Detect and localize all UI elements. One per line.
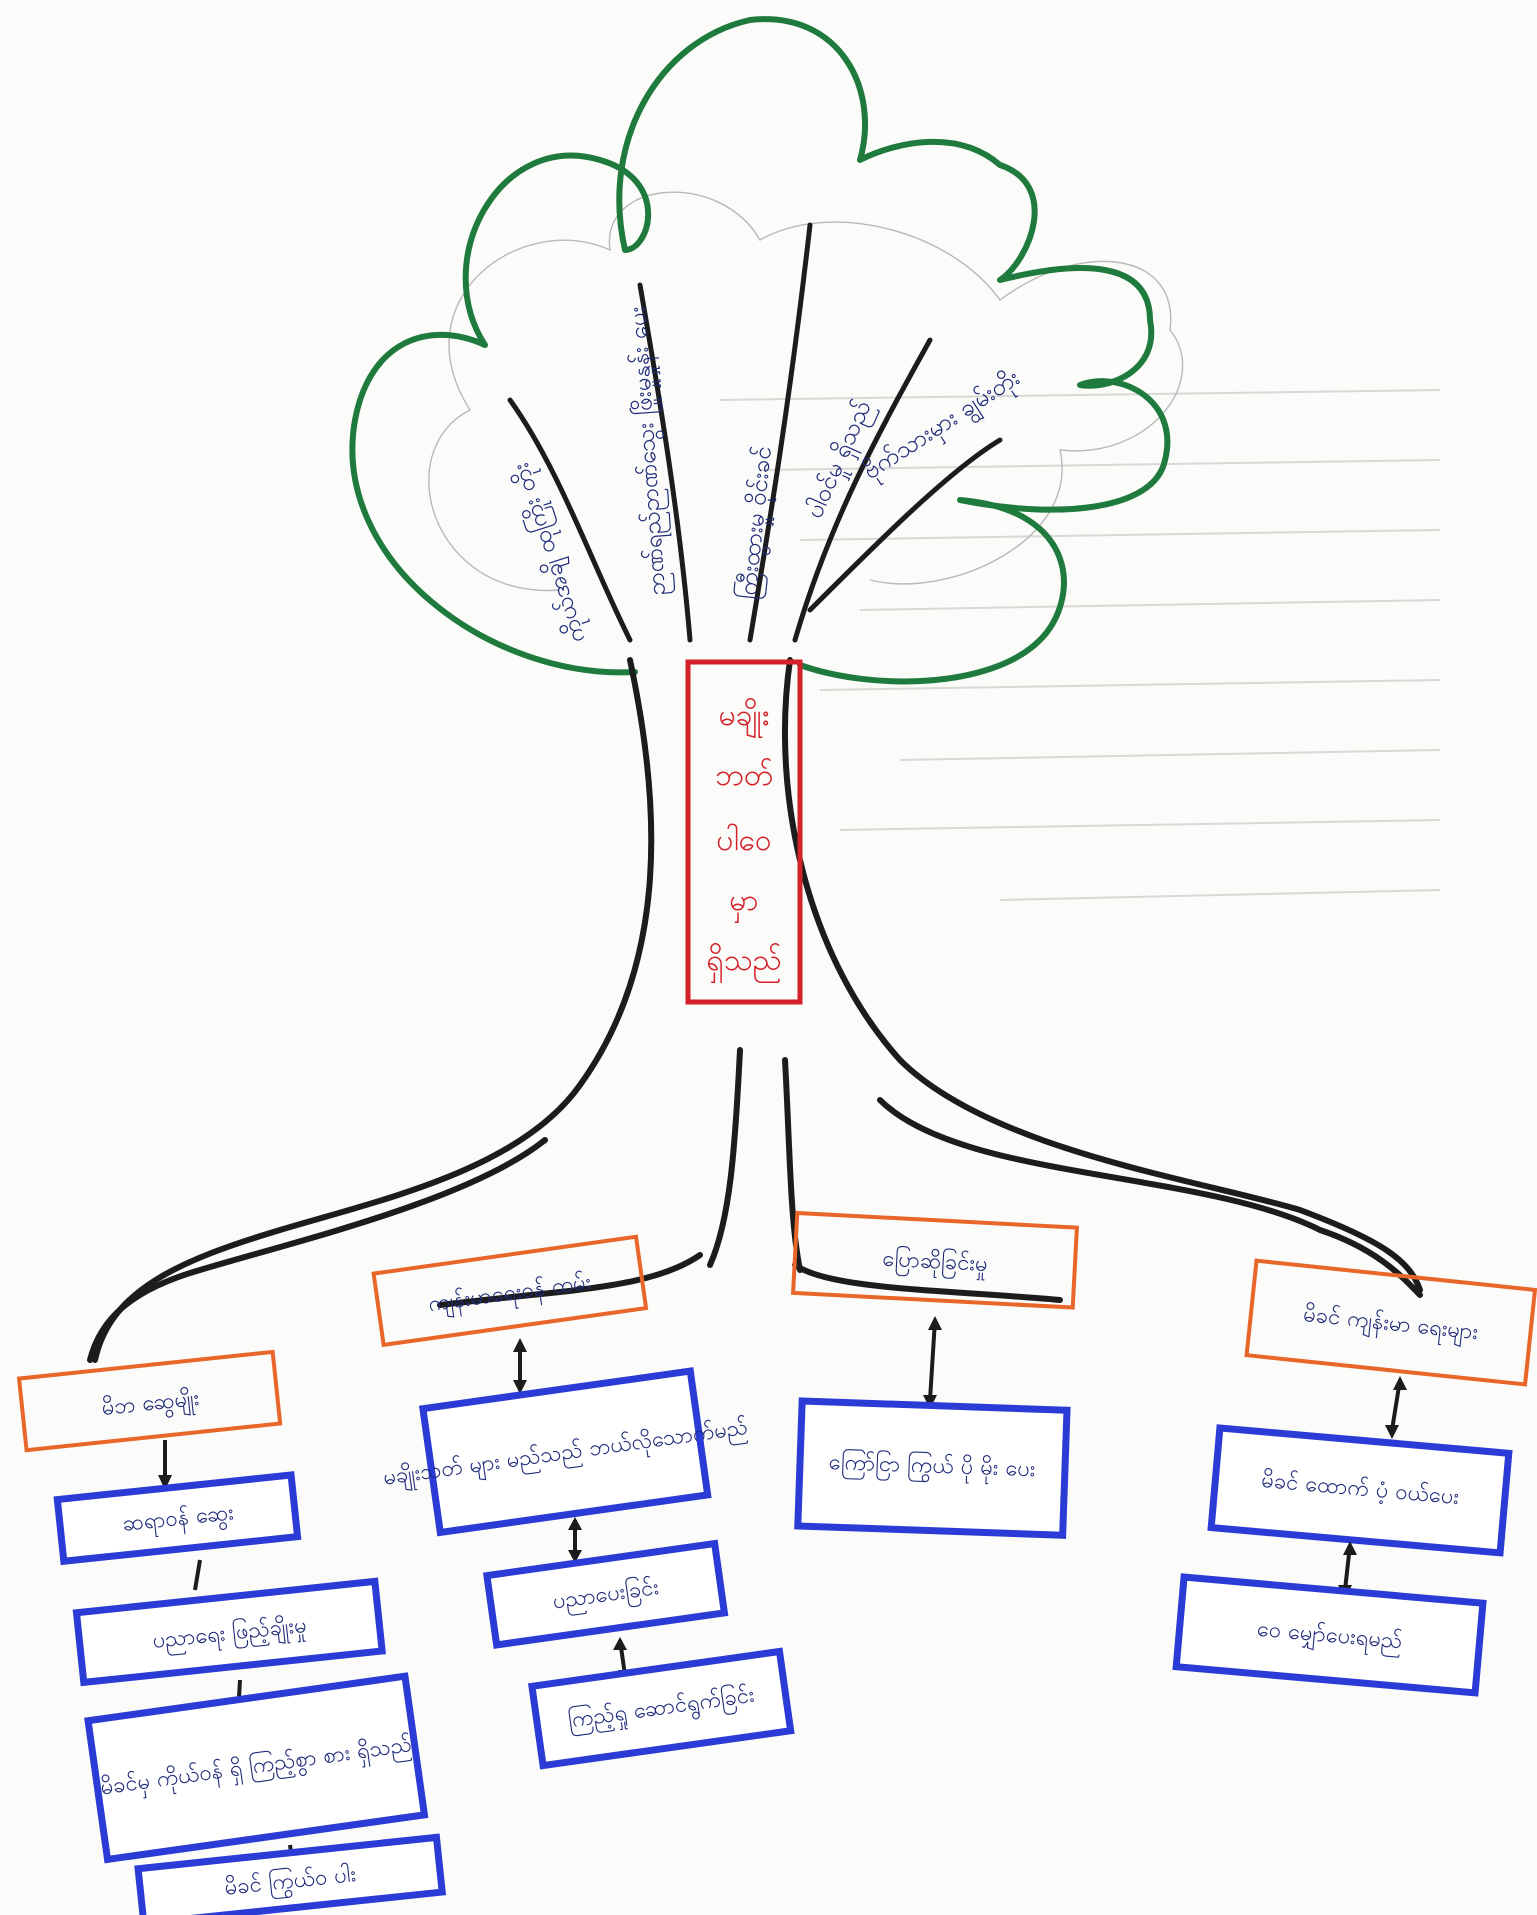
category-box-2: [371, 1234, 649, 1348]
info-box-4-2: [1172, 1573, 1487, 1697]
info-box-2-2: [482, 1539, 729, 1649]
category-group-2: ကျန်းမာရေးဝန် ထမ်း မချိုးသတ် များ မည်သည်…: [371, 1234, 795, 1770]
stem-3: [747, 222, 813, 643]
trunk-label-line-5: ရှိသည်: [706, 943, 781, 984]
category-label-4: မိခင် ကျန်းမာ ရေးများ: [1302, 1301, 1480, 1349]
stem-1: [507, 397, 633, 643]
category-group-4: မိခင် ကျန်းမာ ရေးများ မိခင် ထောက် ပံ့ ဝယ…: [1172, 1258, 1537, 1697]
category-label-1: မိဘ ဆွေမျိုး: [100, 1385, 201, 1426]
trunk-label-line-4: မှာ: [729, 883, 758, 924]
tree-crown: [349, 16, 1184, 685]
bleed-through-lines: [719, 389, 1441, 901]
trunk-label-line-1: မချိုး: [719, 698, 770, 739]
stem-2: [637, 282, 693, 643]
info-box-3-1: [794, 1397, 1071, 1539]
stem-5: [807, 437, 1003, 613]
info-box-1-4: [134, 1833, 447, 1915]
category-label-2: ကျန်းမာရေးဝန် ထမ်း: [427, 1269, 594, 1322]
category-box-4: [1244, 1258, 1537, 1387]
trunk-label-line-3: ပါဝေ: [716, 822, 771, 858]
branch-label-1: ကိုယ်အချိ ထုကြိုး တိုး: [504, 458, 595, 647]
info-box-1-1: [53, 1471, 302, 1566]
info-box-1-2: [72, 1577, 386, 1687]
trunk-label-line-2: ဘတ်: [715, 758, 773, 793]
trunk-label-box: မချိုး ဘတ် ပါဝေ မှာ ရှိသည်: [685, 659, 803, 1005]
info-box-1-3: [84, 1672, 429, 1864]
category-box-1: [16, 1349, 283, 1453]
category-group-3: ပြောဆိုခြင်းမှု ကြော်ငြာ ကြွယ် ပို မိုး …: [790, 1210, 1079, 1539]
info-box-4-1: [1207, 1424, 1513, 1557]
stem-4: [792, 337, 933, 643]
branch-stems: [507, 222, 1003, 643]
category-group-1: မိဘ ဆွေမျိုး ဆရာဝန် ဆွေး ပညာရေး ဖြည့်ချိ…: [16, 1349, 447, 1915]
info-box-2-1: [418, 1367, 712, 1537]
category-box-3: [790, 1210, 1079, 1310]
info-box-2-3: [527, 1647, 795, 1770]
category-label-3: ပြောဆိုခြင်းမှု: [881, 1245, 988, 1281]
root-branches: [87, 1097, 1423, 1363]
